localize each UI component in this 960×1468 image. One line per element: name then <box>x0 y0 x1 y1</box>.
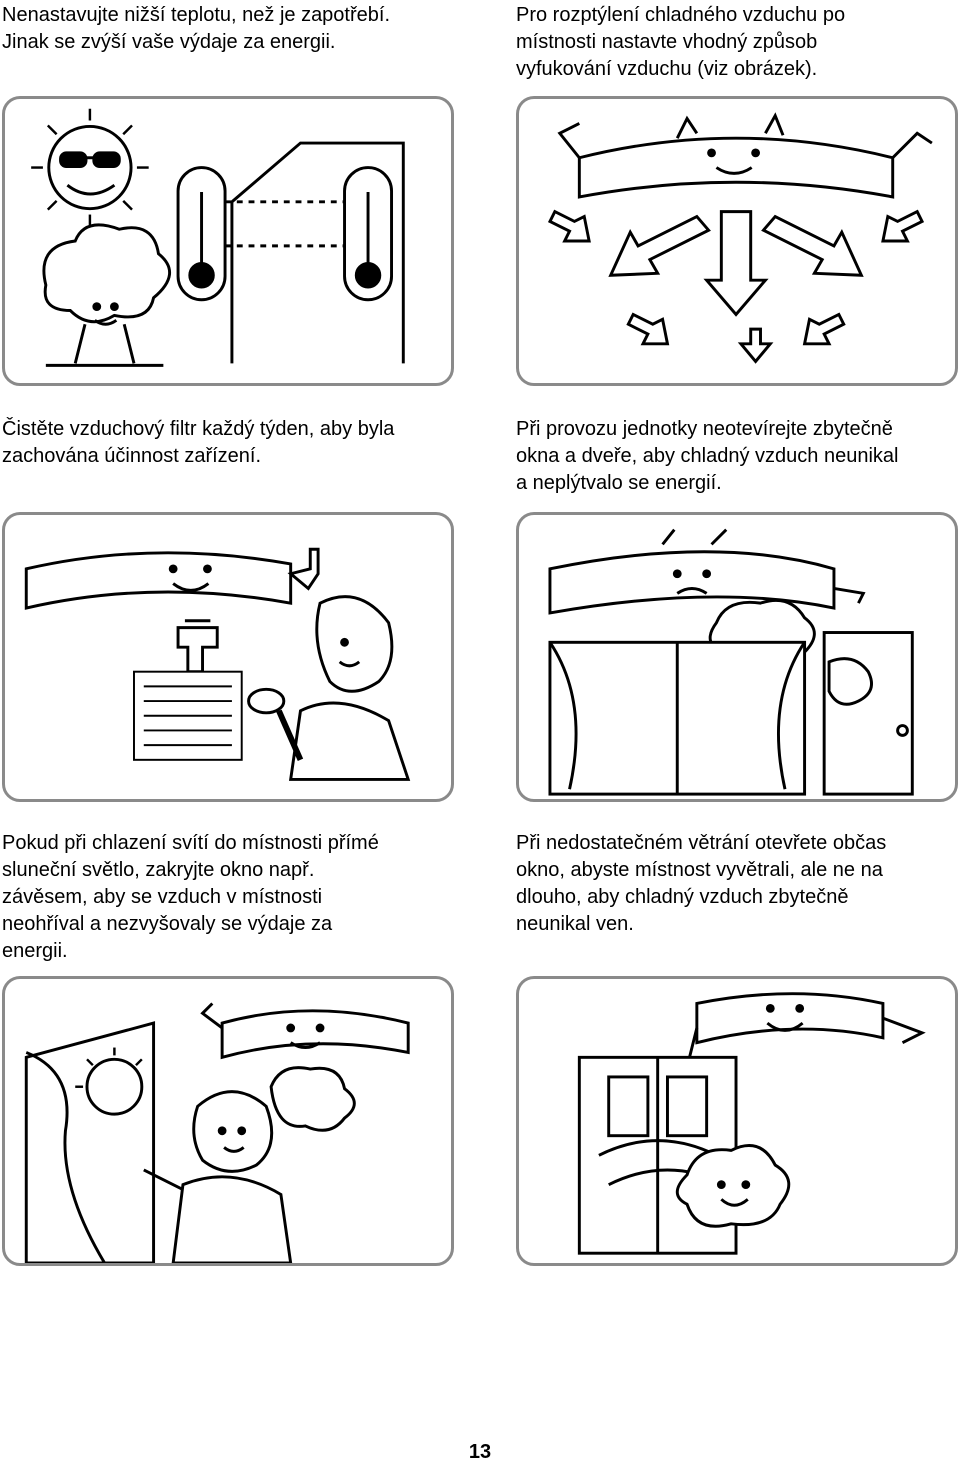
curtain-illustration <box>2 976 454 1266</box>
caption-windows-doors: Při provozu jednotky neotevírejte zbyteč… <box>516 418 899 494</box>
caption-filter: Čistěte vzduchový filtr každý týden, aby… <box>2 418 395 467</box>
door-icon <box>822 631 914 796</box>
caption-air-direction: Pro rozptýlení chladného vzduchu po míst… <box>516 4 846 80</box>
window-icon <box>548 640 807 796</box>
air-conditioner-icon <box>548 528 866 615</box>
curtain-icon <box>25 1051 106 1263</box>
filter-icon <box>133 670 243 761</box>
brush-icon <box>247 687 304 762</box>
air-directions-illustration <box>516 96 958 386</box>
thermometer-icon <box>343 166 394 302</box>
sun-icon <box>31 108 149 227</box>
page-number: 13 <box>468 1441 492 1463</box>
arrow-icon <box>547 209 925 364</box>
air-conditioner-icon <box>557 112 933 199</box>
tree-icon <box>42 223 171 367</box>
ventilation-illustration <box>516 976 958 1266</box>
window-icon <box>24 1021 156 1263</box>
air-conditioner-icon <box>685 992 926 1074</box>
thermometer-icon <box>176 166 227 302</box>
filter-cleaning-illustration <box>2 512 454 802</box>
air-conditioner-icon <box>200 1002 410 1060</box>
person-icon <box>143 1090 293 1263</box>
closed-door-illustration <box>516 512 958 802</box>
smiling-cloud-icon <box>675 1144 791 1228</box>
sun-icon <box>75 1047 144 1116</box>
sun-thermometers-illustration <box>2 96 454 386</box>
air-conditioner-icon <box>24 547 320 610</box>
speech-cloud-icon <box>269 1066 356 1132</box>
caption-sunlight: Pokud při chlazení svítí do místnosti př… <box>2 832 379 962</box>
caption-temperature: Nenastavujte nižší teplotu, než je zapot… <box>2 4 391 53</box>
caption-ventilation: Při nedostatečném větrání otevřete občas… <box>516 832 887 935</box>
water-tap-icon <box>176 619 219 674</box>
person-icon <box>288 595 411 781</box>
